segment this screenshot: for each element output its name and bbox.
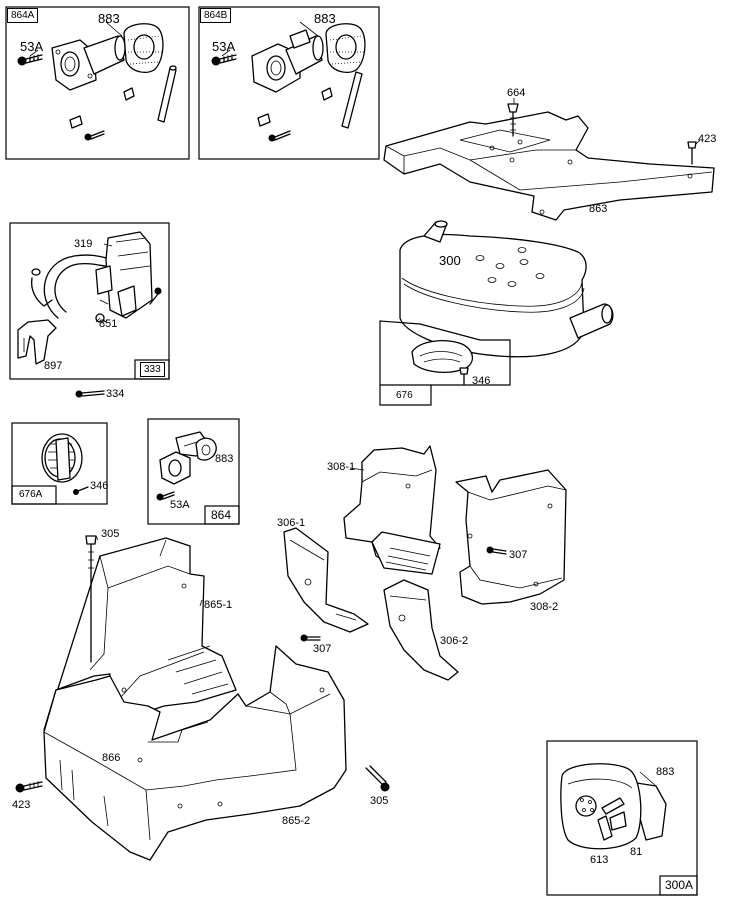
plug-icon — [69, 87, 135, 129]
label-319: 319 — [74, 238, 93, 250]
label-865-2: 865-2 — [282, 815, 311, 827]
screw-53a-icon — [17, 54, 43, 66]
plug-icon — [257, 87, 333, 127]
gasket-883-icon — [195, 437, 217, 461]
label-865-1: 865-1 — [204, 599, 233, 611]
shroud-308-1 — [343, 445, 441, 575]
screw-346-icon — [459, 367, 469, 385]
label-423-bot: 423 — [12, 799, 31, 811]
muffler-300a-icon — [560, 763, 667, 850]
panel-333 — [9, 222, 170, 380]
screw-53a-icon — [156, 491, 175, 501]
panel-300a — [546, 740, 698, 896]
primer-bulb-icon — [17, 319, 57, 365]
screw-icon — [84, 130, 105, 141]
label-866: 866 — [102, 752, 121, 764]
muffler-300 — [399, 220, 614, 358]
box-label-864: 864 — [208, 508, 235, 524]
screw-423-icon — [687, 141, 697, 165]
screw-423-icon — [15, 781, 43, 793]
screw-664-icon — [507, 103, 519, 137]
box-label-864a: 864A — [7, 8, 39, 23]
exhaust-deflector-icon — [41, 433, 83, 483]
screw-icon — [149, 287, 162, 305]
label-307-a: 307 — [509, 549, 528, 561]
label-305-b: 305 — [370, 795, 389, 807]
label-883-b: 883 — [314, 11, 336, 26]
label-346-b: 346 — [90, 480, 109, 492]
label-334: 334 — [106, 388, 125, 400]
label-346-a: 346 — [472, 375, 491, 387]
label-423-top: 423 — [698, 133, 717, 145]
label-306-1: 306-1 — [277, 517, 306, 529]
panel-676 — [379, 320, 511, 406]
panel-864a — [5, 6, 190, 160]
screw-305-icon — [85, 535, 97, 663]
box-label-300a: 300A — [662, 878, 697, 894]
shroud-308-2 — [455, 469, 567, 605]
screw-53a-icon — [211, 54, 237, 66]
label-613: 613 — [590, 854, 609, 866]
carb-adapter-icon — [51, 35, 126, 91]
guard-306-1 — [283, 527, 369, 633]
leader-lines — [29, 21, 701, 787]
breather-tube-icon — [341, 71, 363, 129]
label-308-1: 308-1 — [327, 461, 356, 473]
panel-864 — [147, 418, 240, 525]
label-664: 664 — [507, 87, 526, 99]
label-851: 851 — [99, 318, 118, 330]
box-label-333: 333 — [140, 362, 165, 377]
box-label-676: 676 — [393, 389, 416, 402]
label-300: 300 — [439, 253, 461, 268]
screw-icon — [73, 486, 89, 495]
label-306-2: 306-2 — [440, 635, 469, 647]
breather-tube-icon — [157, 65, 177, 123]
label-897: 897 — [44, 360, 63, 372]
governor-bracket-icon — [95, 231, 153, 323]
gasket-883-icon — [123, 23, 164, 74]
base-shroud-866 — [43, 645, 347, 861]
label-307-b: 307 — [313, 643, 332, 655]
box-label-676a: 676A — [16, 488, 46, 501]
gasket-883-icon — [325, 23, 366, 74]
screw-305-icon — [365, 765, 390, 792]
panel-864b — [198, 6, 380, 160]
screw-307-icon — [486, 546, 507, 555]
screw-icon — [268, 130, 291, 142]
carb-adapter-icon — [251, 29, 324, 93]
label-883-a: 883 — [98, 11, 120, 26]
label-883-d: 883 — [656, 766, 675, 778]
label-863: 863 — [589, 203, 608, 215]
label-81: 81 — [630, 846, 643, 858]
muffler-bracket-863 — [383, 103, 715, 221]
label-308-2: 308-2 — [530, 601, 559, 613]
label-305-a: 305 — [101, 528, 120, 540]
guard-306-2 — [383, 579, 459, 681]
label-53a-a: 53A — [20, 39, 44, 54]
label-883-c: 883 — [215, 453, 234, 465]
screw-334-icon — [75, 390, 105, 398]
spark-arrester-icon — [411, 340, 473, 374]
box-label-864b: 864B — [200, 8, 232, 23]
screw-307-icon — [300, 634, 321, 642]
label-53a-b: 53A — [212, 39, 236, 54]
label-53a-c: 53A — [170, 499, 190, 511]
panel-676a — [11, 422, 108, 505]
